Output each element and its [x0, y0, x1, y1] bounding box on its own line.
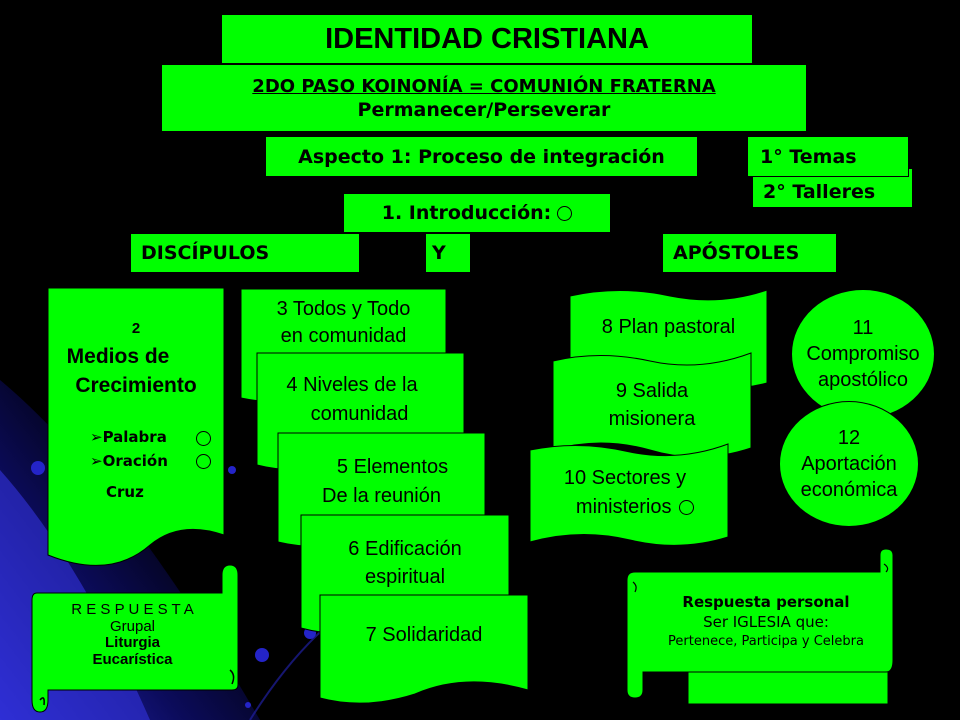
arrow-bullet-icon: ➢ [90, 428, 103, 446]
circle-icon [679, 500, 695, 516]
decor-dot [245, 702, 251, 708]
medios-title-1: Medios de [66, 345, 170, 368]
aspecto-label: Aspecto 1: Proceso de integración [298, 145, 665, 168]
apostoles-label: APÓSTOLES [673, 242, 800, 264]
circle-icon [557, 205, 573, 221]
paso-subheading: Permanecer/Perseverar [357, 98, 611, 121]
step-8-label: 8 Plan pastoral [601, 316, 736, 338]
respuesta-grupal-line-4: Eucarística [92, 650, 173, 668]
step-5-line-1: 5 Elementos [336, 456, 449, 478]
page-title: IDENTIDAD CRISTIANA [325, 22, 649, 55]
respuesta-personal-text: Respuesta personal Ser IGLESIA que: Pert… [636, 592, 896, 650]
step-11-line-2: apostólico [817, 369, 909, 391]
aspecto-box: Aspecto 1: Proceso de integración [265, 136, 698, 177]
step-10-line-2: ministerios [540, 496, 730, 519]
temas-label: 1° Temas [760, 146, 857, 168]
y-box: Y [425, 233, 471, 273]
title-box: IDENTIDAD CRISTIANA [221, 14, 753, 64]
medios-item-oracion: ➢Oración [90, 452, 168, 470]
medios-item-palabra: ➢Palabra [90, 428, 167, 446]
paso-box: 2DO PASO KOINONÍA = COMUNIÓN FRATERNA Pe… [161, 64, 807, 132]
circle-icon [196, 454, 211, 469]
respuesta-grupal-text: R E S P U E S T A Grupal Liturgia Eucarí… [40, 601, 225, 668]
introduccion-box: 1. Introducción: [343, 193, 611, 233]
medios-extra: Cruz [106, 483, 144, 501]
step-4-line-1: 4 Niveles de la [286, 374, 418, 396]
respuesta-personal-line-1: Respuesta personal [682, 593, 850, 611]
decor-dot [228, 466, 236, 474]
circle-icon [196, 431, 211, 446]
step-12-line-1: Aportación [801, 453, 897, 475]
discipulos-label: DISCÍPULOS [141, 242, 270, 264]
step-3-line-1: 3 Todos y Todo [276, 298, 411, 320]
page-number: 4 [893, 662, 901, 678]
step-6-line-1: 6 Edificación [348, 538, 462, 560]
arrow-bullet-icon: ➢ [90, 452, 103, 470]
step-11-circle: 11 Compromiso apostólico [792, 290, 934, 418]
respuesta-grupal-line-1: R E S P U E S T A [71, 601, 194, 618]
apostoles-box: APÓSTOLES [662, 233, 837, 273]
temas-box: 1° Temas [747, 136, 909, 177]
step-6-line-2: espiritual [364, 566, 446, 588]
talleres-label: 2° Talleres [763, 181, 876, 203]
paso-heading: 2DO PASO KOINONÍA = COMUNIÓN FRATERNA [252, 75, 716, 97]
respuesta-grupal-line-2: Grupal [109, 617, 156, 635]
decor-dot [31, 461, 45, 475]
step-12-number: 12 [837, 427, 861, 449]
step-10-line-1: 10 Sectores y [563, 467, 687, 489]
step-12-line-2: económica [800, 479, 898, 501]
medios-title-2: Crecimiento [75, 374, 197, 397]
y-label: Y [432, 242, 446, 264]
step-11-number: 11 [852, 317, 874, 339]
decor-dot [255, 648, 269, 662]
medios-number: 2 [131, 320, 141, 337]
step-4-line-2: comunidad [310, 403, 409, 425]
respuesta-personal-line-2: Ser IGLESIA que: [703, 613, 829, 632]
step-9-line-2: misionera [608, 408, 696, 430]
introduccion-label: 1. Introducción: [381, 202, 552, 224]
respuesta-grupal-line-3: Liturgia [105, 634, 160, 651]
respuesta-personal-line-3: Pertenece, Participa y Celebra [668, 633, 864, 649]
discipulos-box: DISCÍPULOS [130, 233, 360, 273]
step-3-line-2: en comunidad [280, 325, 407, 347]
step-7-label: 7 Solidaridad [365, 624, 483, 646]
step-9-line-1: 9 Salida [615, 380, 689, 402]
step-12-circle: 12 Aportación económica [779, 401, 919, 527]
step-5-line-2: De la reunión [322, 485, 441, 507]
step-11-line-1: Compromiso [806, 343, 920, 365]
